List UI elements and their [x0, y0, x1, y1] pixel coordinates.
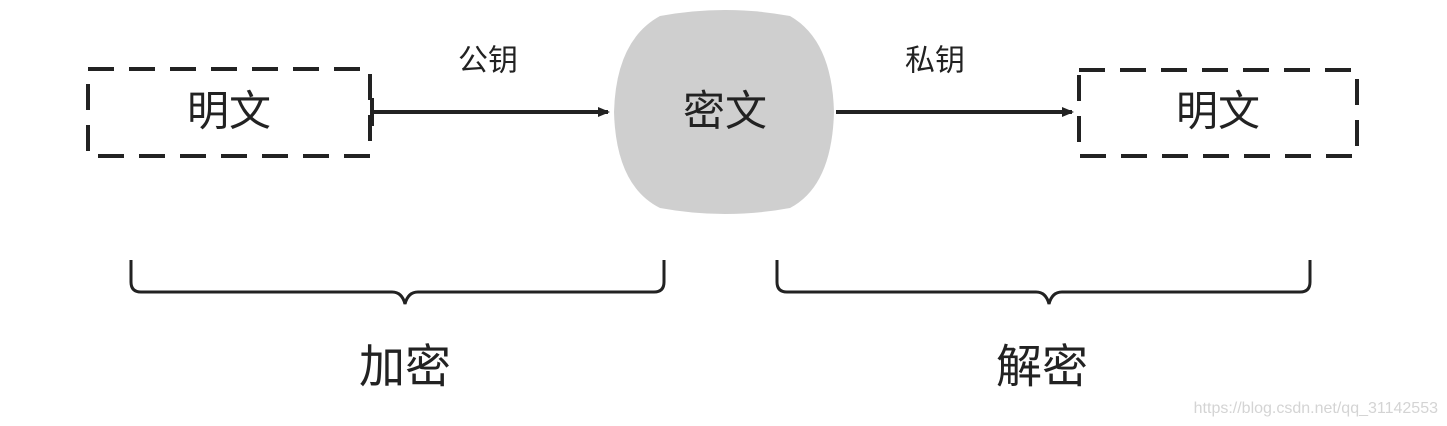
decrypt-label: 解密	[996, 340, 1088, 394]
plaintext-node-right: 明文	[1077, 68, 1359, 158]
plaintext-right-box	[1077, 68, 1359, 158]
decrypt-phase: 解密	[775, 260, 1312, 394]
ciphertext-label: 密文	[683, 87, 767, 136]
public-key-edge: 公钥	[370, 44, 610, 126]
ciphertext-node: 密文	[614, 10, 834, 214]
plaintext-right-label: 明文	[1176, 87, 1260, 136]
decrypt-brace	[775, 260, 1312, 305]
plaintext-left-box	[86, 67, 372, 158]
public-key-label: 公钥	[458, 44, 518, 79]
encrypt-phase: 加密	[129, 260, 666, 394]
watermark-text: https://blog.csdn.net/qq_31142553	[1194, 400, 1438, 417]
private-key-label: 私钥	[905, 44, 965, 79]
encrypt-label: 加密	[359, 340, 451, 394]
ciphertext-blob	[614, 10, 834, 214]
private-key-edge: 私钥	[836, 44, 1074, 117]
plaintext-left-label: 明文	[187, 87, 271, 136]
plaintext-node-left: 明文	[86, 67, 372, 158]
encrypt-brace	[129, 260, 666, 305]
